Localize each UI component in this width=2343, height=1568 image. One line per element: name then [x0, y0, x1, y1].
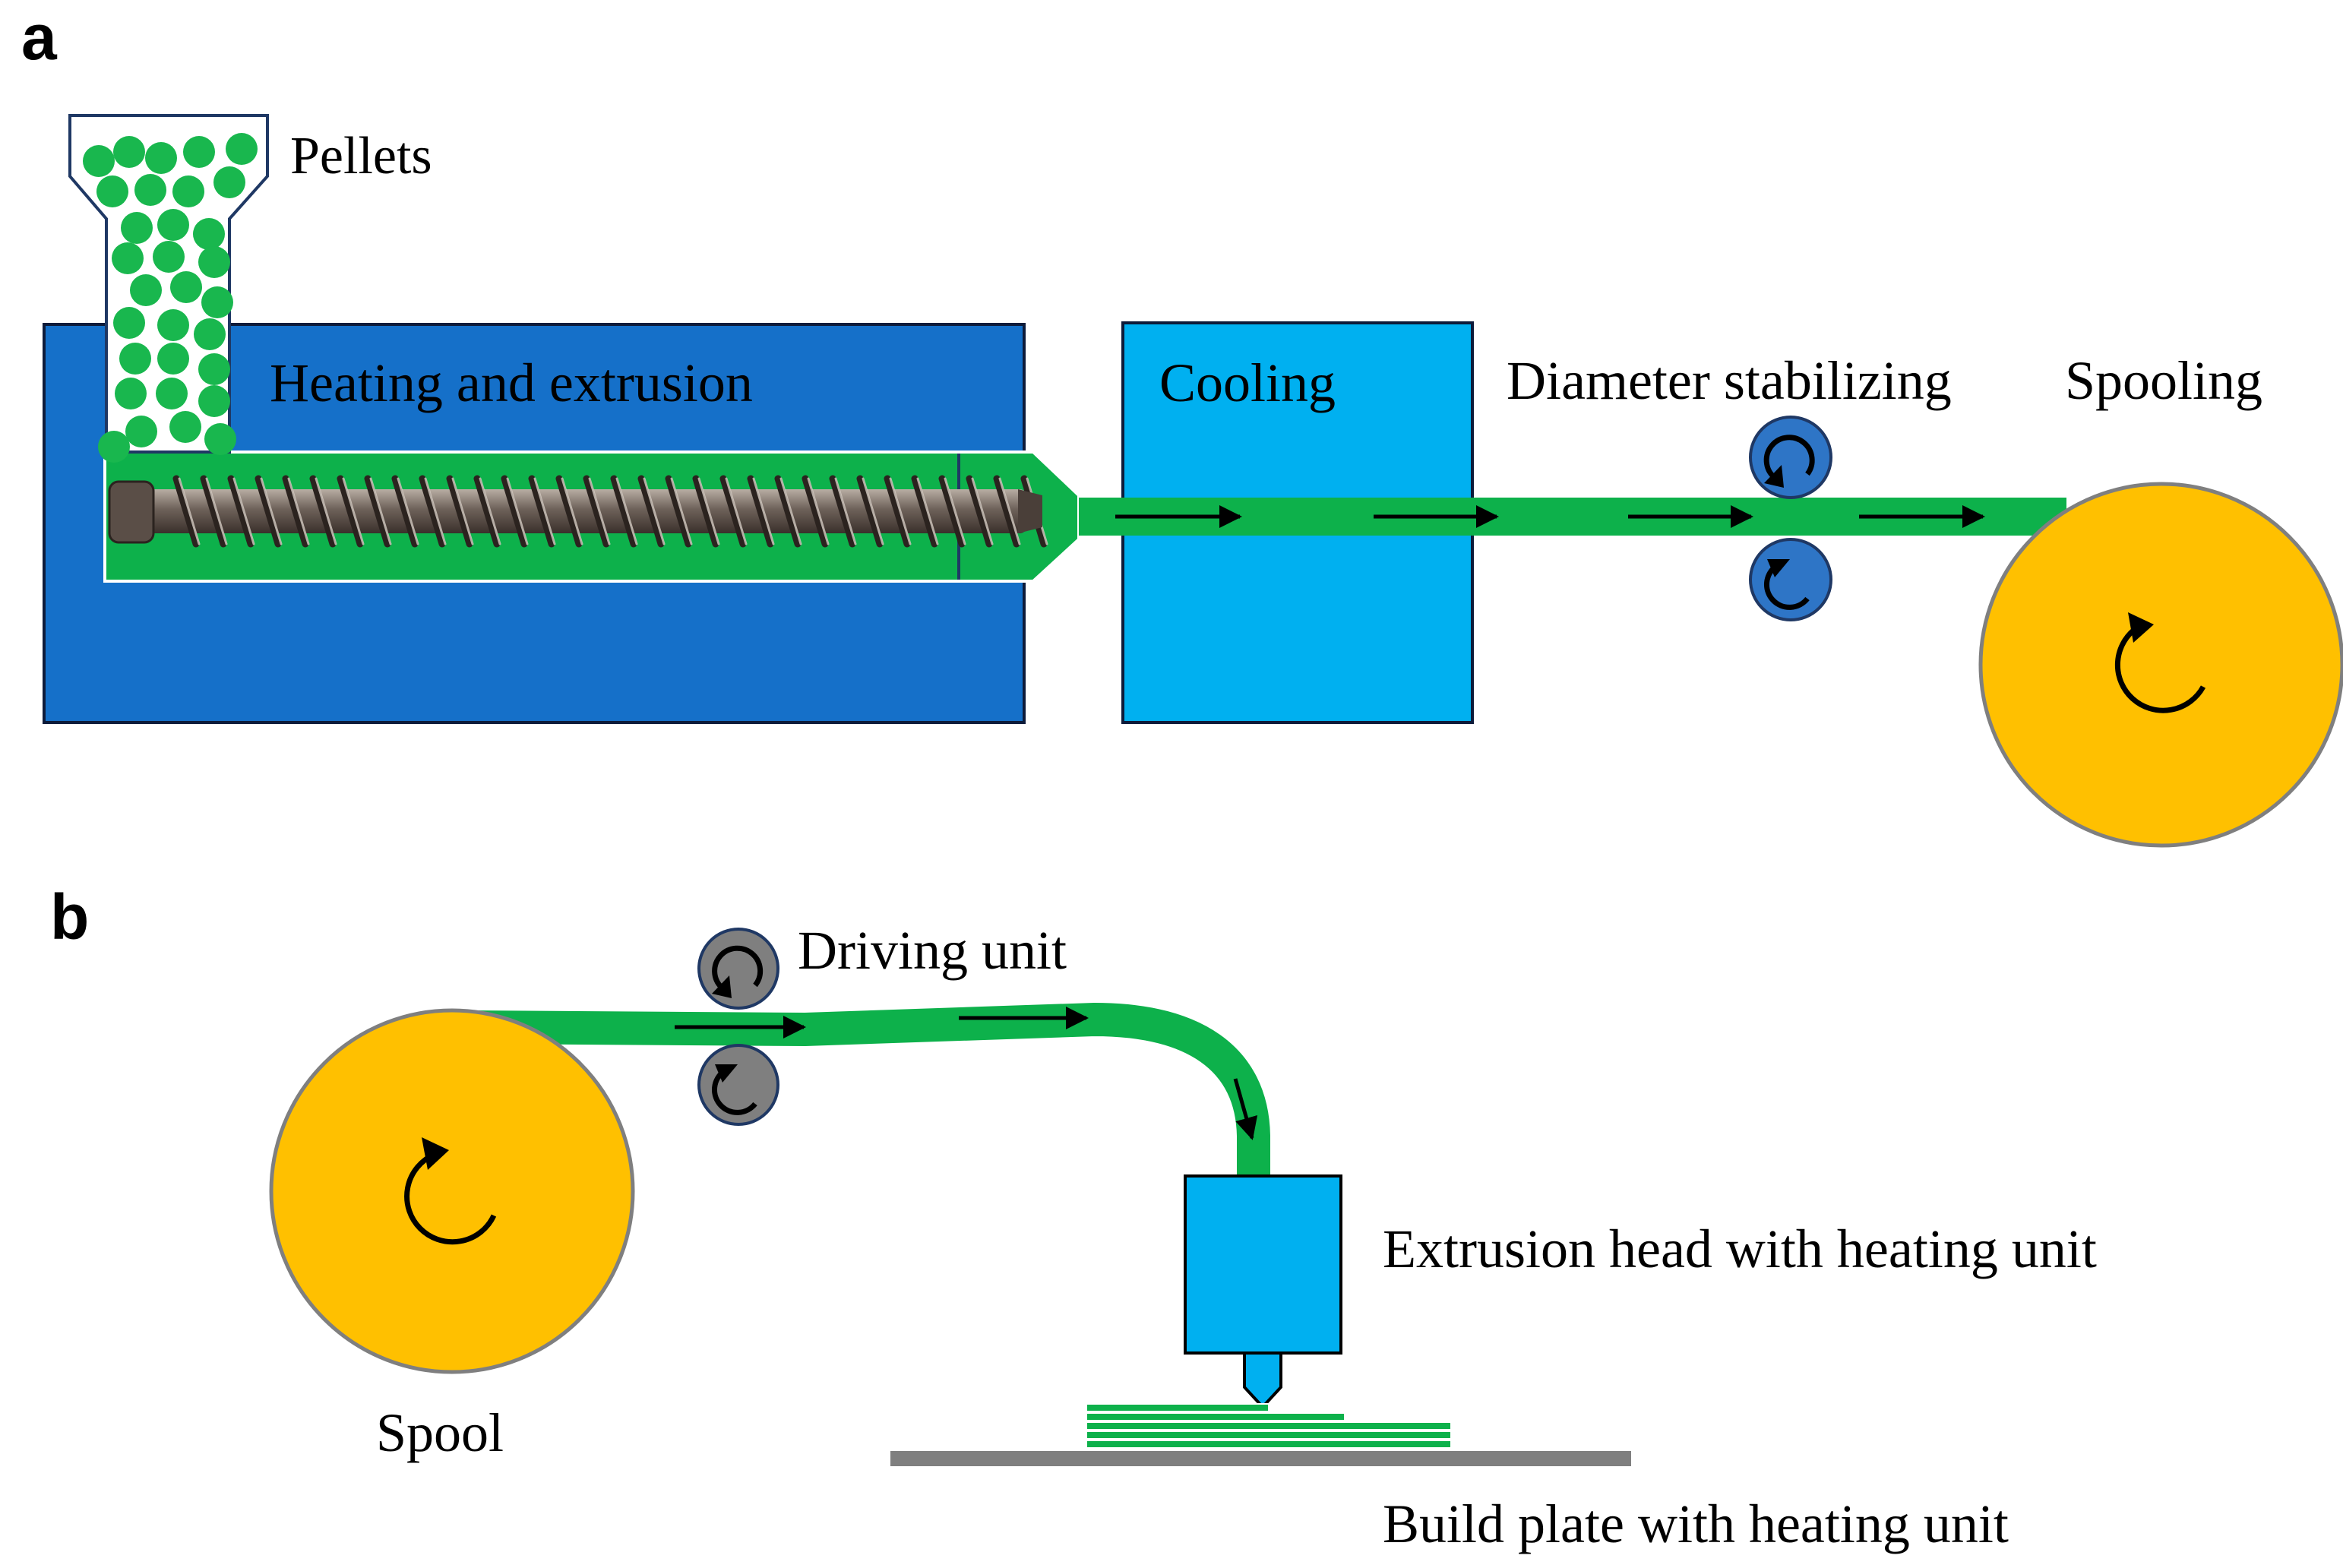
pellet: [170, 271, 202, 303]
pellet: [115, 378, 147, 409]
extrusion-head-label: Extrusion head with heating unit: [1383, 1219, 2097, 1279]
driving-unit-label: Driving unit: [798, 920, 1067, 981]
rotate-arrow-icon: [1763, 435, 1815, 479]
rotate-arrow-icon: [1764, 564, 1810, 610]
extrusion-nozzle: [1243, 1351, 1282, 1409]
cooling-label: Cooling: [1159, 352, 1336, 413]
filament-path-b: [470, 1002, 1270, 1176]
pellet: [83, 145, 115, 177]
print-layer: [1086, 1412, 1345, 1421]
pellet: [198, 385, 230, 417]
panel-b-letter: b: [50, 881, 89, 953]
pellet: [193, 218, 225, 250]
arrow-down-icon: [1233, 1078, 1258, 1140]
stabilizing-roller-top: [1749, 416, 1832, 499]
pellet: [153, 241, 185, 273]
print-layer: [1086, 1440, 1452, 1449]
spooling-label: Spooling: [2065, 350, 2262, 411]
rotate-arrow-icon: [404, 1152, 497, 1245]
printed-part: [1086, 1403, 1452, 1449]
pellet: [169, 411, 201, 443]
pellet: [204, 423, 236, 455]
driving-roller-top: [697, 928, 779, 1010]
rotate-arrow-icon: [712, 1069, 757, 1115]
rotate-arrow-icon: [2114, 625, 2206, 713]
pellet: [201, 286, 233, 318]
spool: [269, 1008, 635, 1374]
pellet: [157, 209, 189, 241]
pellet: [113, 307, 145, 339]
panel-a-letter: a: [21, 2, 58, 73]
print-layer: [1086, 1403, 1270, 1412]
stabilizing-roller-bottom: [1749, 538, 1832, 621]
pellet: [112, 242, 144, 274]
build-plate-label: Build plate with heating unit: [1383, 1494, 2009, 1554]
pellet: [113, 136, 145, 168]
pellet: [157, 309, 189, 341]
spool-label: Spool: [376, 1402, 504, 1463]
extrusion-screw-icon: [108, 475, 1048, 548]
pellet: [121, 212, 153, 244]
pellet: [226, 133, 258, 165]
print-layer: [1086, 1421, 1452, 1430]
driving-roller-bottom: [697, 1044, 779, 1126]
print-layer: [1086, 1430, 1452, 1440]
pellet: [98, 431, 130, 463]
pellet: [194, 318, 226, 350]
pellet: [156, 378, 188, 409]
extrusion-head: [1184, 1174, 1342, 1355]
pellet: [172, 175, 204, 207]
pellet: [213, 166, 245, 198]
pellet: [119, 343, 151, 375]
build-plate: [890, 1451, 1631, 1466]
pellet: [125, 416, 157, 447]
pellet: [157, 343, 189, 375]
pellets-label: Pellets: [290, 127, 432, 185]
pellet: [198, 353, 230, 385]
pellet: [134, 174, 166, 206]
pellet: [130, 274, 162, 306]
pellet: [145, 142, 177, 174]
pellet: [198, 246, 230, 278]
pellets-group: [83, 133, 258, 463]
heating-extrusion-label: Heating and extrusion: [270, 352, 753, 413]
rotate-arrow-icon: [712, 945, 764, 990]
pellet: [183, 136, 215, 168]
diameter-stabilizing-label: Diameter stabilizing: [1507, 350, 1952, 411]
pellet: [96, 175, 128, 207]
spooling-reel: [1978, 482, 2343, 848]
